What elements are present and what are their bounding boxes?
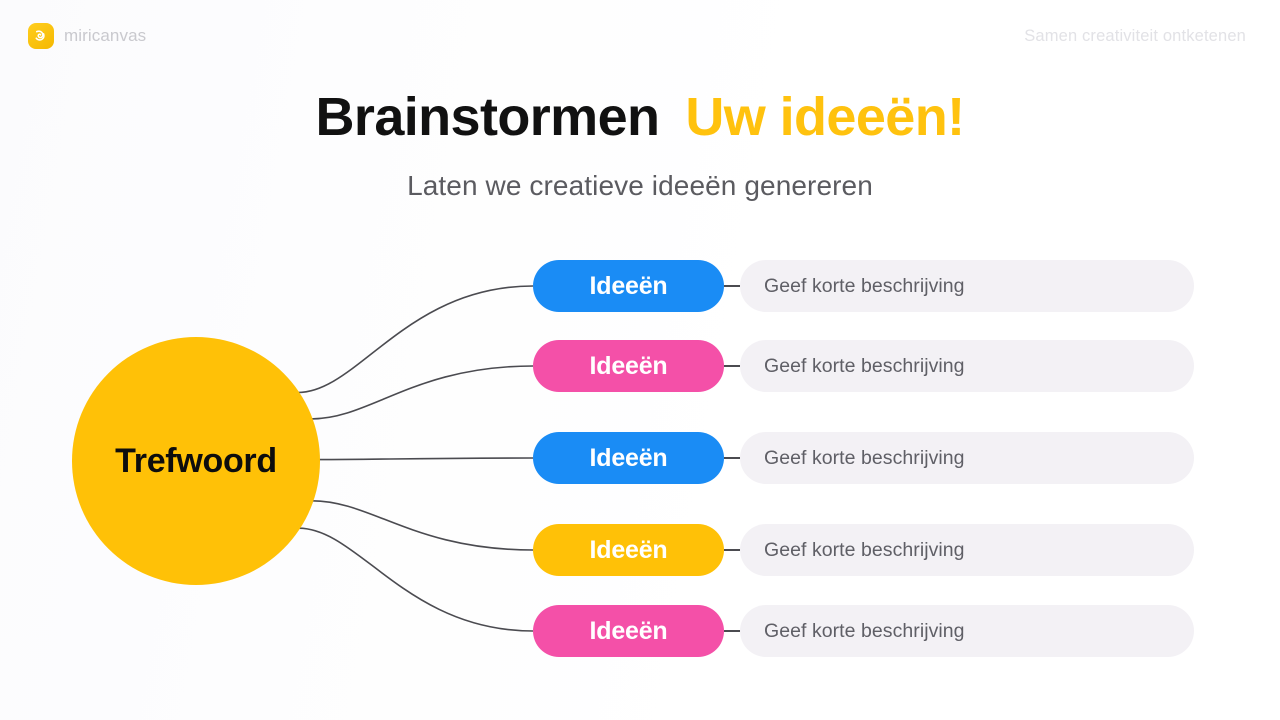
mindmap-connector-path xyxy=(318,457,534,461)
header-tagline: Samen creativiteit ontketenen xyxy=(1024,27,1246,45)
mindmap-branch-pill-label: Ideeën xyxy=(589,616,668,645)
mindmap-branch-description-text: Geef korte beschrijving xyxy=(764,354,965,377)
mindmap-branch-connector-stub xyxy=(724,630,740,632)
mindmap-branch-connector-stub xyxy=(724,365,740,367)
page-subtitle: Laten we creatieve ideeën genereren xyxy=(407,170,873,201)
mindmap-branch: Ideeën Geef korte beschrijving xyxy=(533,260,1194,312)
mindmap-branch-description[interactable]: Geef korte beschrijving xyxy=(740,260,1194,312)
page-title-accent: Uw ideeën! xyxy=(685,87,965,147)
mindmap-connector-path xyxy=(297,285,534,394)
mindmap-branch-pill[interactable]: Ideeën xyxy=(533,524,724,576)
mindmap-branch-pill[interactable]: Ideeën xyxy=(533,340,724,392)
mindmap-branch-connector-stub xyxy=(724,285,740,287)
miricanvas-logo-icon xyxy=(28,23,54,49)
mindmap-branch-connector-stub xyxy=(724,549,740,551)
mindmap-hub-label: Trefwoord xyxy=(115,441,277,480)
mindmap-branch-description[interactable]: Geef korte beschrijving xyxy=(740,605,1194,657)
mindmap-connector-path xyxy=(312,500,534,551)
mindmap-branch-pill[interactable]: Ideeën xyxy=(533,260,724,312)
mindmap-branch-pill-label: Ideeën xyxy=(589,535,668,564)
mindmap-branch: Ideeën Geef korte beschrijving xyxy=(533,605,1194,657)
page-title: Brainstormen Uw ideeën! xyxy=(0,86,1280,148)
mindmap-branch-description[interactable]: Geef korte beschrijving xyxy=(740,524,1194,576)
mindmap-branch-pill[interactable]: Ideeën xyxy=(533,432,724,484)
brand-name: miricanvas xyxy=(64,26,147,45)
mindmap-branch-pill-label: Ideeën xyxy=(589,443,668,472)
mindmap-branch: Ideeën Geef korte beschrijving xyxy=(533,524,1194,576)
mindmap-branch-description-text: Geef korte beschrijving xyxy=(764,538,965,561)
mindmap-branch: Ideeën Geef korte beschrijving xyxy=(533,340,1194,392)
mindmap-branch-description-text: Geef korte beschrijving xyxy=(764,274,965,297)
mindmap-connector-path xyxy=(311,365,534,420)
mindmap-branch-pill-label: Ideeën xyxy=(589,351,668,380)
brand-logo: miricanvas xyxy=(28,23,146,49)
mindmap-branch-pill-label: Ideeën xyxy=(589,271,668,300)
mindmap-branch-pill[interactable]: Ideeën xyxy=(533,605,724,657)
mindmap-branch-connector-stub xyxy=(724,457,740,459)
mindmap-branch-description-text: Geef korte beschrijving xyxy=(764,446,965,469)
mindmap-branch: Ideeën Geef korte beschrijving xyxy=(533,432,1194,484)
mindmap-branch-description[interactable]: Geef korte beschrijving xyxy=(740,340,1194,392)
mindmap-branch-description[interactable]: Geef korte beschrijving xyxy=(740,432,1194,484)
mindmap-hub[interactable]: Trefwoord xyxy=(72,337,320,585)
page-title-main: Brainstormen xyxy=(315,87,660,147)
mindmap-branch-description-text: Geef korte beschrijving xyxy=(764,619,965,642)
mindmap-connector-path xyxy=(298,527,534,632)
